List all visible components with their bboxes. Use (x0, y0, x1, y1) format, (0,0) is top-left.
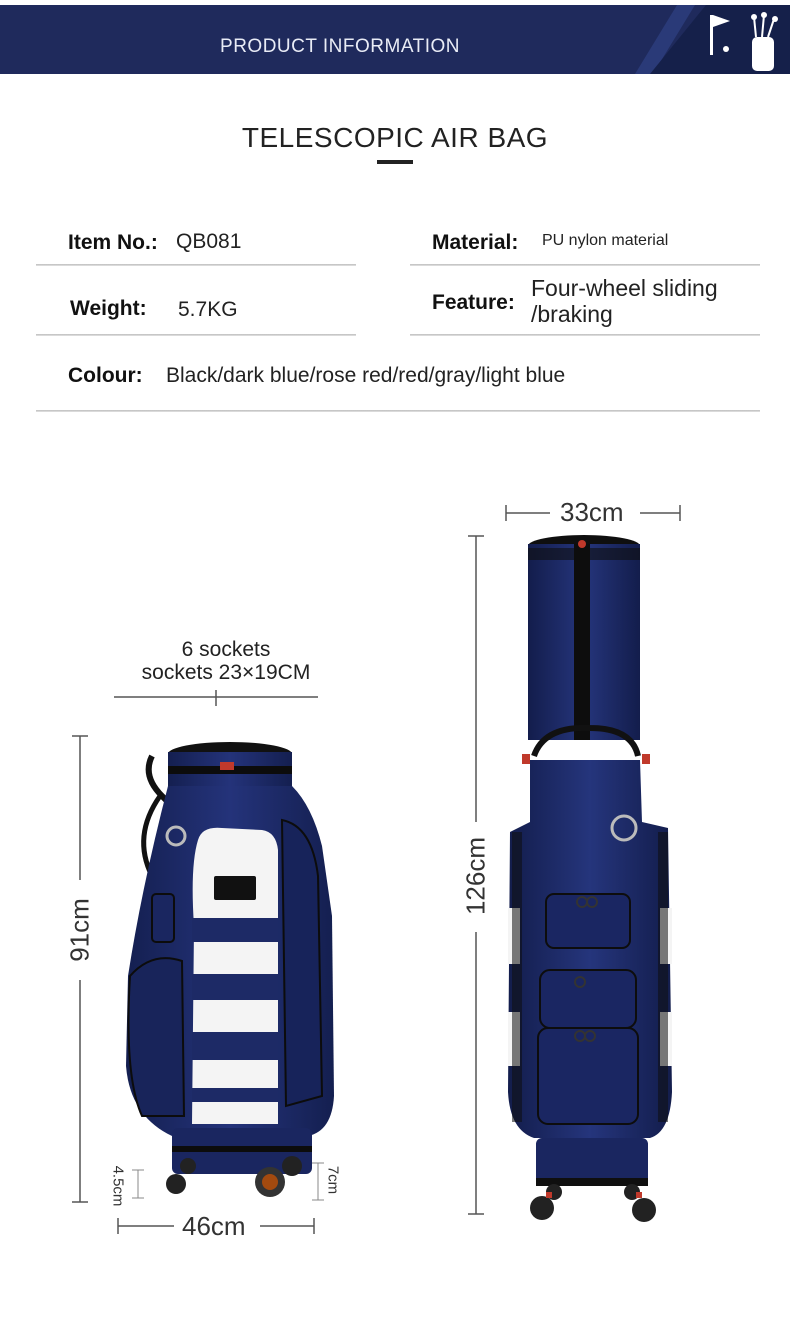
divider (36, 410, 760, 412)
divider (36, 334, 356, 336)
colour-label: Colour: (68, 364, 143, 387)
divider (36, 264, 356, 266)
divider (410, 334, 760, 336)
weight-value: 5.7KG (178, 298, 238, 321)
header-title: PRODUCT INFORMATION (220, 36, 460, 57)
feature-value-line1: Four-wheel sliding (531, 275, 718, 301)
right-height-label: 126cm (460, 836, 491, 916)
item-no-label: Item No.: (68, 231, 158, 254)
sockets-size-label: sockets 23×19CM (141, 661, 311, 684)
item-no-value: QB081 (176, 230, 242, 253)
wheel-right-dimension-line (312, 1162, 324, 1201)
colour-value: Black/dark blue/rose red/red/gray/light … (166, 364, 566, 387)
left-width-dimension-line (117, 1218, 315, 1234)
page-title: TELESCOPIC AIR BAG (241, 122, 549, 153)
left-width-label: 46cm (182, 1211, 246, 1241)
header-banner (0, 5, 790, 74)
feature-value-line2: /braking (531, 301, 613, 327)
right-top-width-dimension-line (505, 505, 681, 521)
feature-label: Feature: (432, 291, 515, 314)
golf-icon (710, 12, 778, 71)
left-height-dimension-line (72, 735, 88, 1203)
weight-label: Weight: (70, 297, 147, 320)
divider (410, 264, 760, 266)
left-height-label: 91cm (64, 898, 95, 962)
right-top-width-label: 33cm (560, 497, 624, 527)
material-value: PU nylon material (542, 232, 669, 249)
sockets-dimension-line (114, 690, 318, 706)
sockets-count-label: 6 sockets (181, 638, 271, 661)
right-height-dimension-line (468, 535, 484, 1215)
material-label: Material: (432, 231, 519, 254)
golf-bag-side-image (508, 535, 672, 1222)
golf-bag-front-image (126, 742, 334, 1197)
wheel-left-dimension-line (132, 1169, 144, 1199)
title-underline (377, 160, 413, 164)
